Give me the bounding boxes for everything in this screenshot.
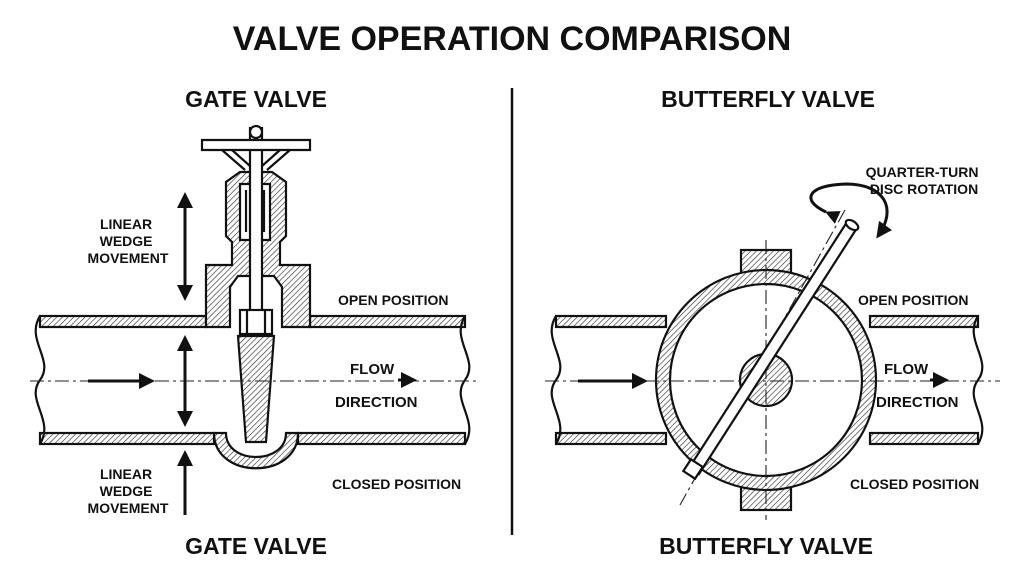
butterfly-valve-heading-bottom: BUTTERFLY VALVE (659, 533, 873, 559)
quarter-turn-rotation-icon (809, 182, 893, 239)
gate-flow-label: FLOW DIRECTION (335, 361, 418, 411)
butterfly-pipe (550, 314, 984, 446)
gate-closed-position-label: CLOSED POSITION (332, 476, 461, 492)
butterfly-valve-heading-top: BUTTERFLY VALVE (661, 86, 875, 112)
butterfly-valve-panel: BUTTERFLY VALVE (545, 86, 1000, 559)
gate-open-position-label: OPEN POSITION (338, 292, 448, 308)
gate-valve-heading-bottom: GATE VALVE (185, 533, 327, 559)
handwheel-icon (200, 124, 312, 326)
butterfly-open-position-label: OPEN POSITION (858, 292, 968, 308)
gate-wedge (236, 308, 276, 444)
butterfly-rotation-label: QUARTER-TURN DISC ROTATION (866, 164, 983, 197)
gate-valve-heading-top: GATE VALVE (185, 86, 327, 112)
gate-valve-panel: GATE VALVE (30, 86, 480, 559)
gate-movement-label-top: LINEAR WEDGE MOVEMENT (88, 216, 169, 266)
butterfly-flow-label: FLOW DIRECTION (876, 361, 959, 411)
gate-movement-label-bottom: LINEAR WEDGE MOVEMENT (88, 466, 169, 516)
gate-pipe (34, 314, 471, 470)
butterfly-closed-position-label: CLOSED POSITION (850, 476, 979, 492)
page-title: VALVE OPERATION COMPARISON (233, 20, 792, 58)
